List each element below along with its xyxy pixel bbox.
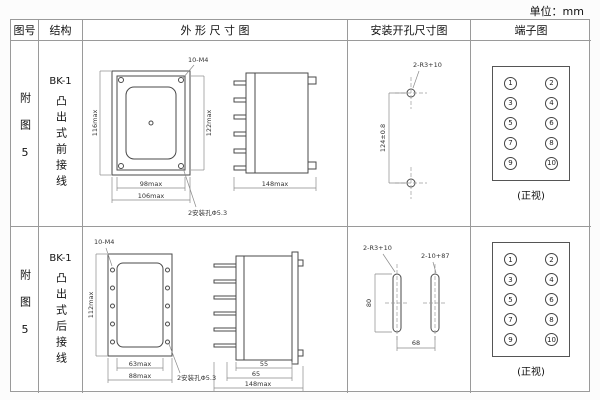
dim-slot-spacing: 68 <box>411 339 419 347</box>
dim-screws: 10-M4 <box>94 238 114 246</box>
row1-model-label: BK-1 <box>49 76 72 87</box>
row2-install-cell: 80 68 2-R3+10 2-10+87 <box>348 227 471 393</box>
front-view <box>111 70 190 176</box>
dim-slot-size: 2-R3+10 <box>363 244 392 252</box>
spec-table: 图号 结构 外 形 尺 寸 图 安装开孔尺寸图 端子图 附图5 BK-1 凸出式… <box>10 19 591 393</box>
dimension-lines <box>95 247 303 391</box>
dimension-labels: 116max 122max 98max 106max 10-M4 2安装孔Φ5.… <box>91 56 288 217</box>
terminal-1: 1 <box>504 76 517 90</box>
dim-screws: 10-M4 <box>188 56 208 64</box>
dim-hole-spacing: 124±0.8 <box>379 124 387 152</box>
terminal-box: 1 3 5 7 9 2 4 6 8 10 <box>492 65 570 181</box>
row1-structure: BK-1 凸出式前接线 <box>49 76 71 191</box>
row2-fig-cell: 附图5 <box>11 227 39 393</box>
header-terminal-diagram: 端子图 <box>471 20 591 41</box>
dim-height-right: 122max <box>205 110 213 137</box>
terminal-9: 9 <box>504 156 517 170</box>
terminal-6: 6 <box>545 293 558 306</box>
dim-depth: 148max <box>244 380 271 388</box>
dim-d1: 55 <box>259 360 267 368</box>
dimension-labels: 80 68 2-R3+10 2-10+87 <box>363 244 449 347</box>
terminal-3: 3 <box>504 96 517 110</box>
terminal-8: 8 <box>545 313 558 326</box>
dim-slot-size-2: 2-10+87 <box>421 252 449 260</box>
row2-install-drawing: 80 68 2-R3+10 2-10+87 <box>363 244 449 351</box>
row1-structure-cell: BK-1 凸出式前接线 <box>39 41 83 227</box>
header-outline-dims: 外 形 尺 寸 图 <box>83 20 348 41</box>
terminal-10: 10 <box>545 333 558 346</box>
terminal-6: 6 <box>545 116 558 130</box>
dimension-labels: 112max 63max 88max 10-M4 2安装孔Φ5.3 55 65 … <box>87 238 271 388</box>
terminal-1: 1 <box>504 253 517 266</box>
terminal-3: 3 <box>504 273 517 286</box>
terminal-column-right: 2 4 6 8 10 <box>545 76 558 170</box>
row2-model-label: BK-1 <box>49 252 72 264</box>
side-view <box>233 72 316 174</box>
centerlines <box>384 263 447 342</box>
terminal-7: 7 <box>504 136 517 150</box>
dim-width-inner: 63max <box>128 360 151 368</box>
dimension-lines <box>99 64 316 208</box>
row1-fig-cell: 附图5 <box>11 41 39 227</box>
dim-slot-height: 80 <box>365 298 373 306</box>
dim-height-left: 112max <box>87 291 95 318</box>
row1-terminal-diagram: 1 3 5 7 9 2 4 6 8 10 (正视) <box>492 65 570 202</box>
dimension-lines <box>388 70 419 184</box>
terminal-view-caption: (正视) <box>517 190 545 202</box>
dim-d2: 65 <box>251 370 259 378</box>
terminal-column-right: 2 4 6 8 10 <box>545 253 558 346</box>
terminal-7: 7 <box>504 313 517 326</box>
dim-height-left: 116max <box>91 110 99 137</box>
terminal-box: 1 3 5 7 9 2 4 6 8 10 <box>492 242 570 357</box>
header-install-dims: 安装开孔尺寸图 <box>348 20 471 41</box>
dim-width-outer: 88max <box>128 372 151 380</box>
row2-structure-cell: BK-1 凸出式后接线 <box>39 227 83 393</box>
header-structure: 结构 <box>39 20 83 41</box>
terminal-10: 10 <box>545 156 558 170</box>
row2-figure-number: 附图5 <box>18 268 32 352</box>
row1-install-drawing: 124±0.8 2-R3+10 <box>379 61 442 199</box>
dim-mount-holes: 2安装孔Φ5.3 <box>188 208 227 217</box>
terminal-2: 2 <box>545 76 558 90</box>
front-view <box>107 253 172 356</box>
row1-outline-cell: 116max 122max 98max 106max 10-M4 2安装孔Φ5.… <box>83 41 348 227</box>
row2-outline-drawing: 112max 63max 88max 10-M4 2安装孔Φ5.3 55 65 … <box>87 238 303 391</box>
terminal-column-left: 1 3 5 7 9 <box>504 253 517 346</box>
dim-width-inner: 98max <box>139 180 162 188</box>
side-view <box>213 251 303 364</box>
centerlines <box>394 77 427 199</box>
terminal-column-left: 1 3 5 7 9 <box>504 76 517 170</box>
terminal-4: 4 <box>545 273 558 286</box>
dimension-labels: 124±0.8 2-R3+10 <box>379 61 442 152</box>
row2-terminal-diagram: 1 3 5 7 9 2 4 6 8 10 (正视) <box>492 242 570 378</box>
terminal-2: 2 <box>545 253 558 266</box>
terminal-5: 5 <box>504 116 517 130</box>
dim-width-outer: 106max <box>137 192 164 200</box>
row2-mount-type: 凸出式后接线 <box>54 271 68 368</box>
terminal-4: 4 <box>545 96 558 110</box>
row1-install-cell: 124±0.8 2-R3+10 <box>348 41 471 227</box>
row1-outline-drawing: 116max 122max 98max 106max 10-M4 2安装孔Φ5.… <box>91 56 316 217</box>
terminal-5: 5 <box>504 293 517 306</box>
row2-terminal-cell: 1 3 5 7 9 2 4 6 8 10 (正视) <box>471 227 591 393</box>
row2-outline-cell: 112max 63max 88max 10-M4 2安装孔Φ5.3 55 65 … <box>83 227 348 393</box>
row1-figure-number: 附图5 <box>18 92 32 175</box>
row1-mount-type: 凸出式前接线 <box>54 95 68 191</box>
header-fig-no: 图号 <box>11 20 39 41</box>
terminal-view-caption: (正视) <box>517 367 545 378</box>
row1-terminal-cell: 1 3 5 7 9 2 4 6 8 10 (正视) <box>471 41 591 227</box>
terminal-9: 9 <box>504 333 517 346</box>
dim-mount-holes: 2安装孔Φ5.3 <box>177 373 216 382</box>
unit-label: 单位：mm <box>529 5 584 18</box>
dim-depth: 148max <box>261 180 288 188</box>
terminal-8: 8 <box>545 136 558 150</box>
row2-structure: BK-1 凸出式后接线 <box>49 253 71 368</box>
dimension-lines <box>374 253 436 351</box>
dim-slot-size: 2-R3+10 <box>413 61 442 69</box>
